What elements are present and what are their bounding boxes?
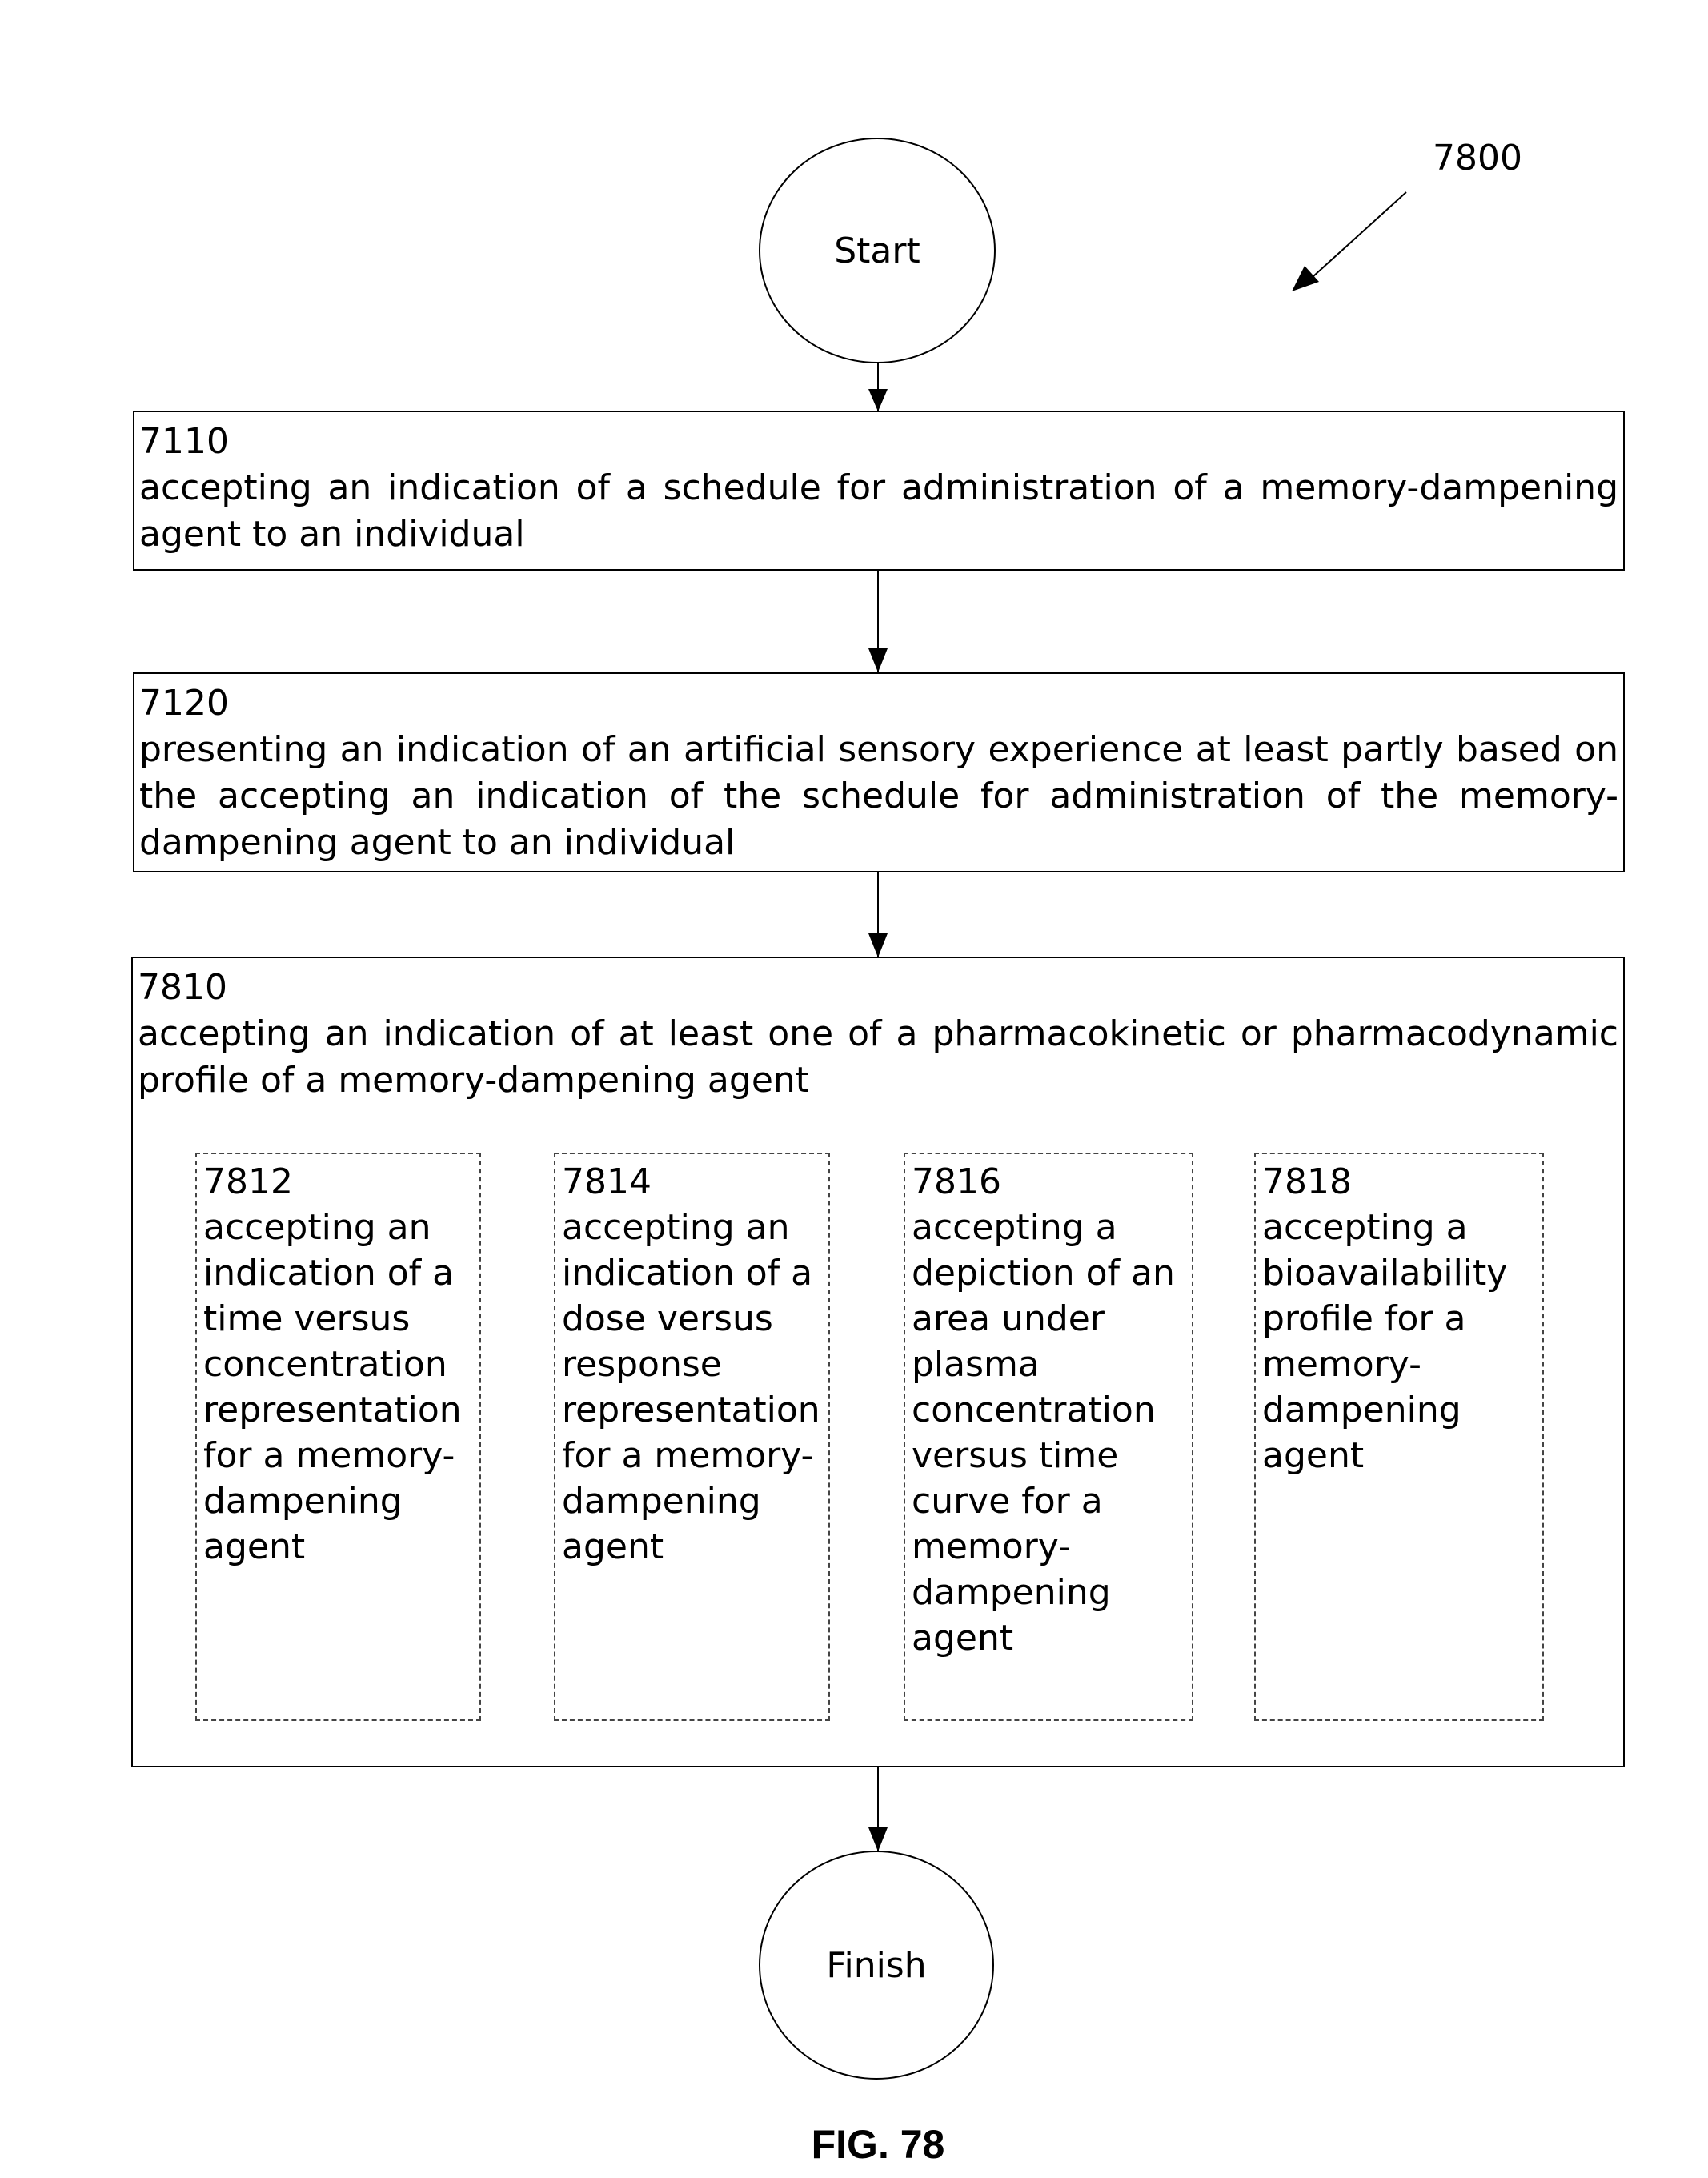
step-text: accepting an indication of a schedule fo… [139, 465, 1618, 558]
substep-number: 7812 [203, 1159, 476, 1205]
finish-label: Finish [826, 1945, 926, 1986]
substep-text: accepting a depiction of an area under p… [912, 1205, 1189, 1661]
arrowhead-icon [1292, 266, 1319, 291]
arrowhead-icon [868, 648, 888, 672]
substep-number: 7818 [1262, 1159, 1539, 1205]
substep-number: 7814 [562, 1159, 825, 1205]
substep-7816: 7816 accepting a depiction of an area un… [904, 1153, 1193, 1721]
reference-arrow [1305, 192, 1406, 284]
step-text: accepting an indication of at least one … [138, 1011, 1618, 1104]
finish-terminal: Finish [759, 1851, 994, 2080]
step-number: 7810 [138, 965, 1618, 1011]
step-number: 7110 [139, 419, 1618, 465]
start-label: Start [834, 231, 920, 271]
step-7110: 7110 accepting an indication of a schedu… [133, 411, 1625, 571]
arrowhead-icon [868, 933, 888, 957]
substep-7812: 7812 accepting an indication of a time v… [195, 1153, 481, 1721]
figure-reference-number: 7800 [1433, 138, 1522, 178]
substep-7818: 7818 accepting a bioavailability profile… [1254, 1153, 1544, 1721]
arrowhead-icon [868, 1827, 888, 1851]
substep-text: accepting a bioavailability profile for … [1262, 1205, 1539, 1478]
substep-text: accepting an indication of a dose versus… [562, 1205, 825, 1570]
substep-7814: 7814 accepting an indication of a dose v… [554, 1153, 830, 1721]
step-text: presenting an indication of an artificia… [139, 727, 1618, 866]
start-terminal: Start [759, 138, 996, 363]
figure-label: FIG. 78 [718, 2121, 1038, 2168]
step-number: 7120 [139, 680, 1618, 727]
substep-number: 7816 [912, 1159, 1189, 1205]
step-7120: 7120 presenting an indication of an arti… [133, 672, 1625, 872]
substep-text: accepting an indication of a time versus… [203, 1205, 476, 1570]
arrowhead-icon [868, 389, 888, 411]
